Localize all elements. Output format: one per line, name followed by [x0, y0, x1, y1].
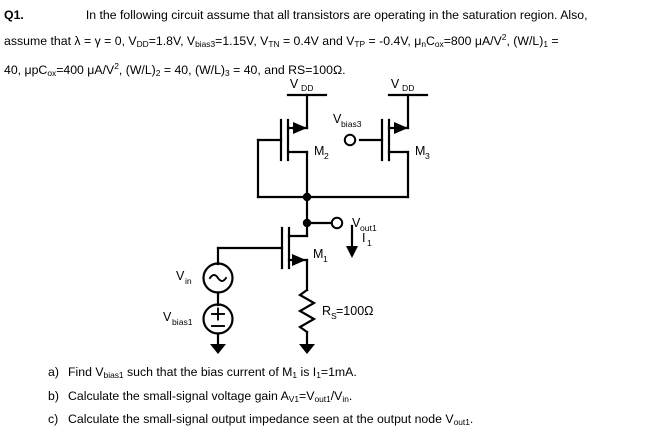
- problem-line2-h: , (W/L): [506, 34, 544, 48]
- problem-line3-c: , (W/L): [118, 63, 156, 77]
- vout1-junction-dot: [302, 218, 312, 228]
- problem-line3-sub3: 3: [225, 68, 230, 78]
- vdd-left-sub: DD: [301, 83, 313, 93]
- question-a-part3: is I: [297, 365, 317, 379]
- rs-value: =100Ω: [336, 304, 374, 318]
- m3-label: M: [415, 144, 425, 158]
- m2-pmos-arrow: [293, 122, 307, 134]
- question-c-part2: .: [469, 412, 474, 426]
- problem-intro: In the following circuit assume that all…: [85, 8, 588, 22]
- problem-line2-sub5: n: [421, 39, 426, 49]
- problem-line2-c: =1.15V, V: [215, 34, 269, 48]
- rs-resistor-zigzag: [297, 288, 317, 334]
- rs-ground-symbol: [299, 344, 315, 354]
- vout1-terminal-bubble: [330, 216, 344, 230]
- question-a-sub2: 1: [292, 370, 298, 380]
- problem-line2-b: =1.8V, V: [148, 34, 196, 48]
- vin-sub: in: [185, 276, 192, 286]
- vbias3-label: V: [333, 112, 342, 126]
- question-item-c: c) Calculate the small-signal output impe…: [48, 409, 663, 433]
- question-a-letter: a): [48, 365, 59, 379]
- problem-line2-sub4: TP: [354, 39, 366, 49]
- problem-line3-sub1: ox: [47, 68, 57, 78]
- problem-line2-e: = -0.4V, μ: [365, 34, 422, 48]
- question-c-part1: Calculate the small-signal output impeda…: [68, 412, 454, 426]
- current-label: I: [362, 231, 365, 245]
- problem-line2-sub7: 1: [543, 39, 549, 49]
- problem-line3-d: = 40, (W/L): [160, 63, 226, 77]
- question-b-sub3: in: [342, 393, 349, 404]
- question-number: Q1.: [4, 8, 24, 22]
- question-c-sub1: out1: [453, 417, 470, 427]
- question-b-sub1: V1: [288, 393, 300, 404]
- vin-label: V: [176, 269, 185, 283]
- problem-line3-a: 40, μpC: [4, 63, 48, 77]
- problem-line2-a: assume that λ = γ = 0, V: [4, 34, 137, 48]
- problem-line2-f: C: [426, 34, 435, 48]
- m2-sub: 2: [324, 151, 329, 161]
- vbias1-sub: bias1: [172, 317, 193, 327]
- problem-line3-b: =400 μA/V: [56, 63, 115, 77]
- drain-bus-junction-dot: [302, 192, 312, 202]
- question-a-part1: Find V: [68, 365, 104, 379]
- sub-questions-list: a) Find Vbias1 such that the bias current…: [48, 362, 663, 433]
- problem-line2-sub6: ox: [434, 39, 444, 49]
- vbias3-sub: bias3: [341, 119, 362, 129]
- question-b-part1: Calculate the small-signal voltage gain …: [68, 388, 289, 403]
- problem-line2-sub1: DD: [136, 39, 149, 49]
- problem-line3-sup1: 2: [114, 61, 119, 71]
- circuit-schematic: V DD V DD M 2 M 3 V bias3 V out1 M 1 I 1…: [0, 78, 663, 360]
- rs-label: R: [322, 304, 331, 318]
- problem-line3-sub2: 2: [155, 68, 161, 78]
- vdd-left-label: V: [290, 78, 299, 91]
- m3-pmos-arrow: [394, 122, 408, 134]
- question-a-sub1: bias1: [103, 370, 124, 380]
- problem-line2-sup1: 2: [501, 32, 507, 42]
- vin-sine-icon: [208, 274, 228, 282]
- vbias3-terminal-bubble: [343, 133, 357, 147]
- m1-label: M: [313, 247, 323, 261]
- problem-line2-sub3: TN: [268, 39, 280, 49]
- problem-line3-e: = 40, and RS=100Ω.: [229, 63, 346, 77]
- vout1-label: V: [352, 216, 361, 230]
- m1-sub: 1: [323, 254, 328, 264]
- question-item-b: b) Calculate the small-signal voltage gai…: [48, 386, 663, 410]
- m1-nmos-arrow: [292, 254, 306, 266]
- question-a-part2: such that the bias current of M: [123, 365, 293, 379]
- vbias1-ground-symbol: [210, 344, 226, 354]
- question-item-a: a) Find Vbias1 such that the bias current…: [48, 362, 663, 386]
- m2-label: M: [314, 144, 324, 158]
- vbias1-label: V: [163, 310, 172, 324]
- vdd-right-label: V: [391, 78, 400, 91]
- question-b-part4: .: [348, 388, 353, 403]
- vdd-right-sub: DD: [402, 83, 414, 93]
- worksheet-page: Q1. In the following circuit assume that …: [0, 4, 663, 427]
- question-b-part3: /V: [330, 388, 343, 403]
- problem-line2-d: = 0.4V and V: [279, 34, 355, 48]
- question-b-letter: b): [48, 388, 59, 403]
- question-a-part4: =1mA.: [320, 365, 357, 379]
- question-b-part2: =V: [299, 388, 315, 403]
- vout1-sub: out1: [360, 223, 377, 233]
- rs-sub: S: [331, 311, 337, 321]
- problem-statement: Q1. In the following circuit assume that …: [4, 4, 659, 84]
- question-a-sub3: 1: [316, 370, 321, 380]
- problem-line2-sub2: bias3: [195, 39, 216, 49]
- current-sub: 1: [367, 238, 372, 248]
- m3-sub: 3: [425, 151, 430, 161]
- question-c-letter: c): [48, 412, 59, 426]
- current-arrow-head: [346, 246, 358, 258]
- problem-line2-g: =800 μA/V: [443, 34, 502, 48]
- problem-line2-i: =: [548, 34, 559, 48]
- question-b-sub2: out1: [314, 393, 331, 404]
